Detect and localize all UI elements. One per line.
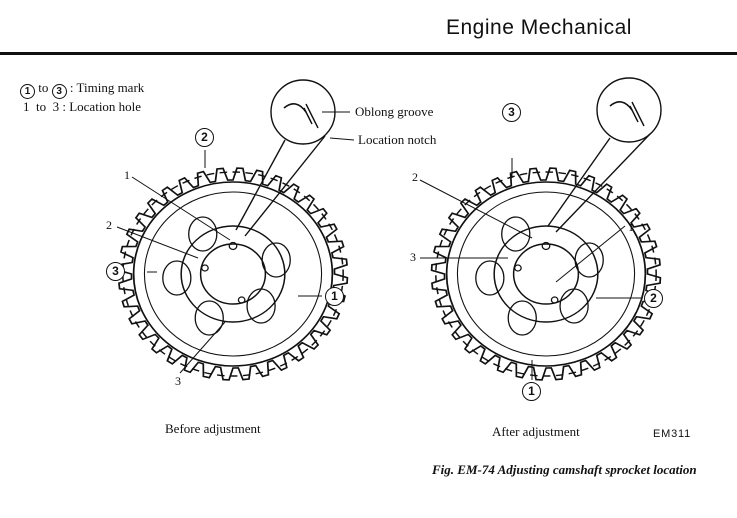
right-timing-mark-bottom: 1 [522, 382, 541, 401]
right-magnifier [547, 77, 662, 233]
right-timing-mark-right: 2 [644, 289, 663, 308]
left-timing-mark-top: 2 [195, 128, 214, 147]
location-notch-label: Location notch [358, 132, 437, 147]
right-sprocket-teeth [430, 167, 662, 381]
left-location-hole-2: 2 [106, 218, 112, 232]
sprocket-teeth-outline [117, 167, 349, 381]
right-leader-lines [419, 158, 642, 380]
left-location-hole-3: 3 [175, 374, 181, 388]
left-location-hole-1: 1 [124, 168, 130, 182]
after-adjustment-caption: After adjustment [492, 424, 580, 439]
right-location-hole-3: 3 [410, 250, 416, 264]
figure-code: EM311 [653, 428, 692, 440]
right-timing-mark-top: 3 [502, 103, 521, 122]
right-location-hole-2: 2 [412, 170, 418, 184]
left-sprocket-teeth [117, 167, 349, 381]
timing-mark-symbol-start: 1 [20, 84, 35, 99]
header-rule [0, 52, 737, 55]
left-magnifier [235, 79, 336, 237]
sprocket-teeth-outline [430, 167, 662, 381]
legend-location-hole: 1 to 3 : Location hole [23, 99, 142, 114]
before-adjustment-caption: Before adjustment [165, 421, 261, 436]
left-timing-mark-left: 3 [106, 262, 125, 281]
right-location-hole-1: 1 [628, 220, 634, 234]
legend-to-word: to [38, 80, 49, 95]
legend-timing-mark: 1 to 3 : Timing mark [20, 80, 144, 99]
right-sprocket [430, 167, 662, 381]
left-timing-mark-right: 1 [325, 287, 344, 306]
legend-timing-text: : Timing mark [69, 80, 145, 95]
section-title: Engine Mechanical [446, 16, 632, 39]
oblong-groove-label: Oblong groove [355, 104, 434, 119]
left-leader-lines [116, 111, 355, 374]
timing-mark-symbol-end: 3 [51, 84, 67, 99]
figure-caption: Fig. EM-74 Adjusting camshaft sprocket l… [432, 462, 697, 477]
legend: 1 to 3 : Timing mark 1 to 3 : Location h… [20, 80, 144, 115]
left-sprocket [117, 167, 349, 381]
